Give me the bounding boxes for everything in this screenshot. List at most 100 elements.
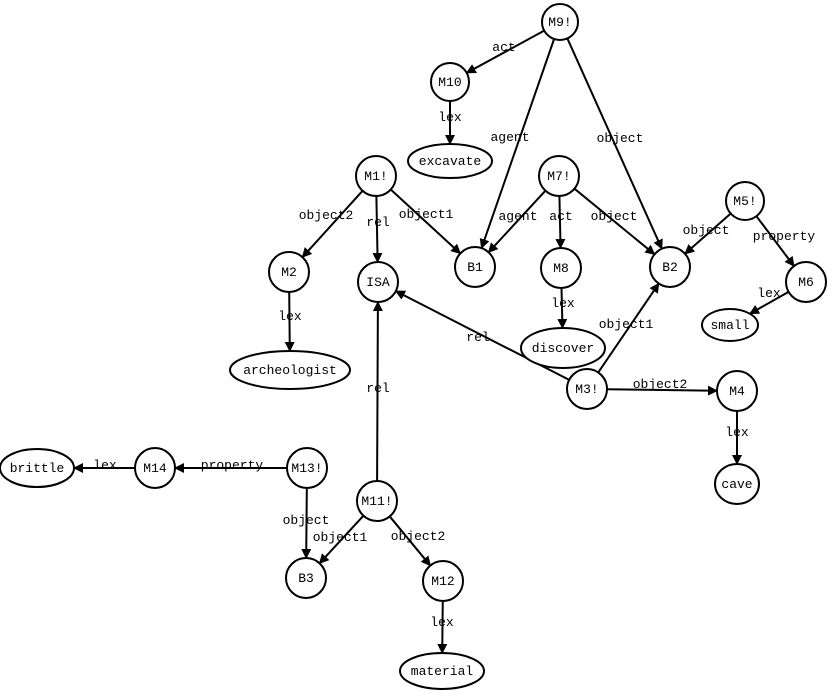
node-M9[interactable]: M9! <box>541 3 579 41</box>
node-shape <box>422 560 464 602</box>
node-shape <box>0 448 75 488</box>
node-shape <box>286 447 328 489</box>
node-shape <box>716 370 758 412</box>
node-shape <box>355 155 397 197</box>
edge-M8-discover: lex <box>551 287 575 330</box>
node-label: excavate <box>419 154 481 169</box>
edge-M3-M4: object2 <box>606 377 719 396</box>
edge-M14-brittle: lex <box>73 458 135 473</box>
node-B2[interactable]: B2 <box>649 246 691 288</box>
node-excavate[interactable]: excavate <box>407 143 493 179</box>
edge-label: object <box>591 209 638 224</box>
node-discover[interactable]: discover <box>520 327 606 369</box>
node-M8[interactable]: M8 <box>540 247 582 289</box>
edge-label: rel <box>466 330 490 345</box>
edge-label: rel <box>366 381 390 396</box>
edge-line <box>755 215 795 267</box>
node-shape <box>356 480 398 522</box>
edge-M2-archeologist: lex <box>278 291 302 353</box>
edge-line <box>566 38 663 250</box>
node-archeologist[interactable]: archeologist <box>229 350 351 390</box>
node-B3[interactable]: B3 <box>285 557 327 599</box>
node-shape <box>541 3 579 41</box>
edge-label: property <box>201 458 264 473</box>
edge-line <box>479 38 556 250</box>
edge-label: object <box>283 513 330 528</box>
edge-M1-ISA: rel <box>366 195 390 264</box>
edge-label: agent <box>498 209 537 224</box>
node-label: M14 <box>143 461 167 476</box>
edge-M11-B3: object1 <box>313 515 368 565</box>
node-label: M11! <box>361 494 392 509</box>
node-M7[interactable]: M7! <box>538 155 580 197</box>
edge-M7-B1: agent <box>487 190 547 254</box>
edge-line <box>372 195 383 264</box>
edge-label: act <box>492 40 515 55</box>
node-label: M1! <box>364 169 387 184</box>
node-label: M10 <box>438 75 461 90</box>
node-shape <box>725 181 765 221</box>
edge-label: object1 <box>313 530 368 545</box>
node-ISA[interactable]: ISA <box>357 261 399 303</box>
edge-M3-B2: object1 <box>597 282 660 374</box>
node-M12[interactable]: M12 <box>422 560 464 602</box>
edge-label: object <box>683 223 730 238</box>
edge-M9-M10: act <box>465 29 545 74</box>
edge-M10-excavate: lex <box>438 101 462 145</box>
node-label: M5! <box>733 194 756 209</box>
edge-label: agent <box>490 130 529 145</box>
edge-label: lex <box>725 425 749 440</box>
node-label: M9! <box>548 15 571 30</box>
node-M2[interactable]: M2 <box>268 251 310 293</box>
edge-M5-M6: property <box>753 215 815 267</box>
edge-line <box>557 287 568 330</box>
node-label: M13! <box>291 461 322 476</box>
edge-label: lex <box>551 296 575 311</box>
node-label: B3 <box>298 571 314 586</box>
node-label: archeologist <box>243 363 337 378</box>
node-label: brittle <box>10 461 65 476</box>
edge-label: object <box>597 131 644 146</box>
node-B1[interactable]: B1 <box>454 246 496 288</box>
node-shape <box>785 261 827 303</box>
node-M4[interactable]: M4 <box>716 370 758 412</box>
edge-line <box>437 600 448 655</box>
node-label: B2 <box>662 260 678 275</box>
edge-label: object1 <box>399 207 454 222</box>
node-M5[interactable]: M5! <box>725 181 765 221</box>
node-label: material <box>411 664 474 679</box>
edge-line <box>388 515 432 567</box>
node-material[interactable]: material <box>399 652 485 690</box>
node-M11[interactable]: M11! <box>356 480 398 522</box>
edge-label: lex <box>93 458 117 473</box>
node-shape <box>229 350 351 390</box>
edge-label: object1 <box>599 317 654 332</box>
edge-M7-B2: object <box>573 187 656 256</box>
node-shape <box>399 652 485 690</box>
node-brittle[interactable]: brittle <box>0 448 75 488</box>
node-M1[interactable]: M1! <box>355 155 397 197</box>
edge-line <box>372 300 383 482</box>
edge-M4-cave: lex <box>725 411 749 465</box>
edge-M7-M8: act <box>549 195 573 250</box>
edge-label: act <box>549 209 572 224</box>
node-label: cave <box>721 477 752 492</box>
edge-M5-B2: object <box>683 212 732 255</box>
node-cave[interactable]: cave <box>714 463 760 505</box>
edge-line <box>555 195 566 250</box>
node-label: small <box>710 318 749 333</box>
node-shape <box>520 327 606 369</box>
node-M6[interactable]: M6 <box>785 261 827 303</box>
node-shape <box>701 308 759 342</box>
node-shape <box>285 557 327 599</box>
node-M10[interactable]: M10 <box>430 62 470 102</box>
node-label: M8 <box>553 261 569 276</box>
node-label: discover <box>532 341 594 356</box>
edge-M12-material: lex <box>430 600 454 655</box>
node-M13[interactable]: M13! <box>286 447 328 489</box>
node-M3[interactable]: M3! <box>566 368 608 410</box>
node-small[interactable]: small <box>701 308 759 342</box>
edge-label: object2 <box>391 529 446 544</box>
node-M14[interactable]: M14 <box>134 447 176 489</box>
